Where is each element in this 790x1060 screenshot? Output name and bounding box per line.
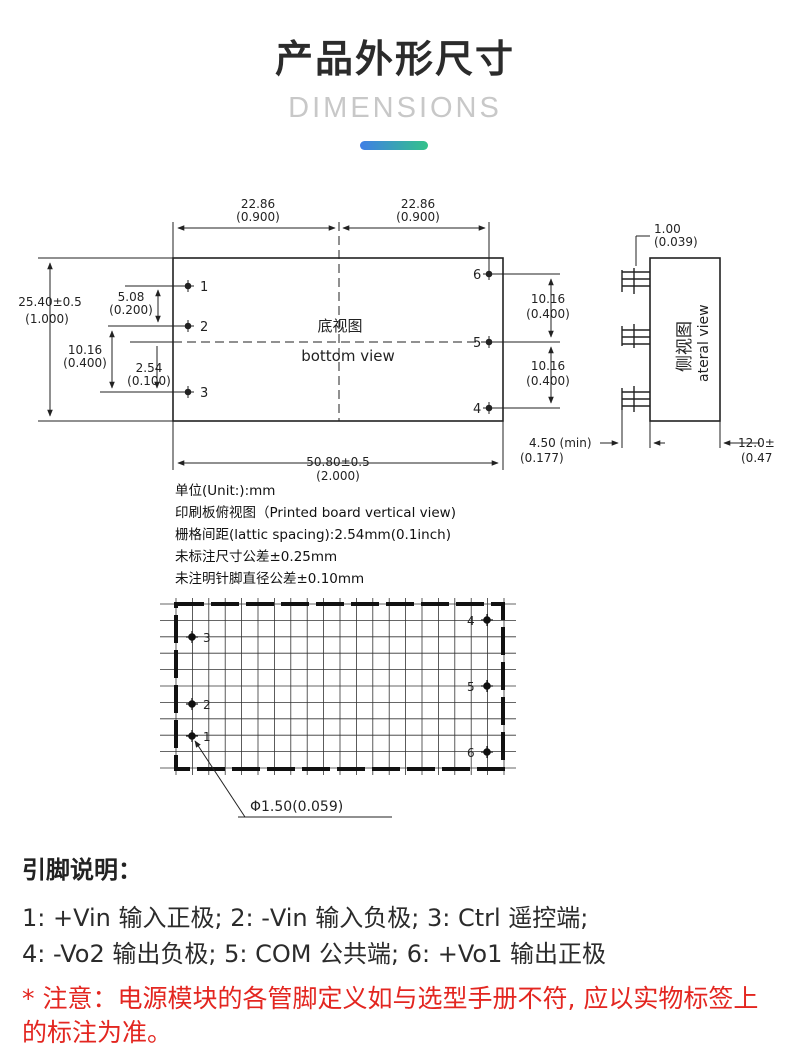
dim-top-right-inch: (0.900) [396, 210, 440, 224]
dim-254-inch: (0.100) [127, 374, 171, 388]
bottom-view-label-en: bottom view [301, 347, 395, 365]
pin-label-6: 6 [473, 268, 481, 283]
side-thickness-inch: (0.47 [741, 451, 772, 465]
pin-label-5: 5 [473, 336, 481, 351]
warning-note: * 注意：电源模块的各管脚定义如与选型手册不符, 应以实物标签上的标注为准。 [22, 984, 759, 1047]
bottom-view-pins: 1 2 3 4 5 6 [182, 268, 495, 417]
side-view-labels: 1.00 (0.039) 侧视图 ateral view 4.50 (min) … [520, 222, 775, 465]
page-subtitle: DIMENSIONS [288, 92, 502, 124]
module-outline [172, 257, 504, 422]
grid-pin-label-6: 6 [467, 746, 475, 760]
note-view: 印刷板俯视图（Printed board vertical view) [175, 505, 456, 521]
notes-block: 单位(Unit:):mm 印刷板俯视图（Printed board vertic… [175, 480, 456, 590]
side-outline [649, 257, 721, 422]
side-view-label-en: ateral view [696, 304, 712, 382]
grid-pin-label-5: 5 [467, 680, 475, 694]
note-unit: 单位(Unit:):mm [175, 483, 276, 499]
dimension-drawing: 1 2 3 4 5 6 22.86 (0.900) 22.86 (0.900) … [18, 197, 775, 818]
side-pin-length-inch: (0.177) [520, 451, 564, 465]
dim-right-1: 10.16 [531, 292, 565, 306]
grid-pin-label-4: 4 [467, 614, 475, 628]
pin-label-2: 2 [200, 320, 208, 335]
side-pin-dim-inch: (0.039) [654, 235, 698, 249]
grid-pin-label-1: 1 [203, 730, 211, 744]
pin-label-1: 1 [200, 280, 208, 295]
pin-label-4: 4 [473, 402, 481, 417]
dim-right-1-inch: (0.400) [526, 307, 570, 321]
pin-description-heading: 引脚说明： [22, 856, 142, 884]
dim-top-left-inch: (0.900) [236, 210, 280, 224]
dim-height: 25.40±0.5 [18, 295, 82, 309]
dim-width-inch: (2.000) [316, 469, 360, 483]
pin-description-line-2: 4: -Vo2 输出负极; 5: COM 公共端; 6: +Vo1 输出正极 [22, 940, 607, 968]
bottom-view-labels: 22.86 (0.900) 22.86 (0.900) 25.40±0.5 (1… [18, 197, 570, 483]
dim-right-2-inch: (0.400) [526, 374, 570, 388]
dim-1016-inch: (0.400) [63, 356, 107, 370]
grid-outline [174, 602, 505, 771]
dim-top-left: 22.86 [241, 197, 275, 211]
note-tolerance: 未标注尺寸公差±0.25mm [175, 549, 338, 565]
side-view-label-cn: 侧视图 [675, 321, 695, 372]
dim-508-inch: (0.200) [109, 303, 153, 317]
hole-diameter: Φ1.50(0.059) [250, 799, 343, 815]
dim-top-right: 22.86 [401, 197, 435, 211]
page-title: 产品外形尺寸 [274, 37, 515, 81]
side-thickness: 12.0± [738, 436, 775, 450]
dim-right-2: 10.16 [531, 359, 565, 373]
side-view [600, 235, 760, 448]
pin-description-line-1: 1: +Vin 输入正极; 2: -Vin 输入负极; 3: Ctrl 遥控端; [22, 904, 589, 932]
dim-1016: 10.16 [68, 343, 102, 357]
side-pin-length: 4.50 (min) [529, 436, 592, 450]
bottom-view [38, 222, 560, 470]
side-pin-dim: 1.00 [654, 222, 681, 236]
pin-label-3: 3 [200, 386, 208, 401]
dim-width: 50.80±0.5 [306, 455, 370, 469]
grid-pin-label-3: 3 [203, 631, 211, 645]
grid-view: 3 2 1 4 5 6 Φ1.50(0.059) [160, 598, 516, 818]
accent-bar [360, 141, 428, 150]
dim-254: 2.54 [136, 361, 163, 375]
dim-height-inch: (1.000) [25, 312, 69, 326]
grid-pin-label-2: 2 [203, 698, 211, 712]
note-spacing: 栅格间距(lattic spacing):2.54mm(0.1inch) [175, 527, 451, 543]
bottom-view-label-cn: 底视图 [317, 317, 362, 335]
note-pin-tolerance: 未注明针脚直径公差±0.10mm [175, 571, 365, 587]
dim-508: 5.08 [118, 290, 145, 304]
